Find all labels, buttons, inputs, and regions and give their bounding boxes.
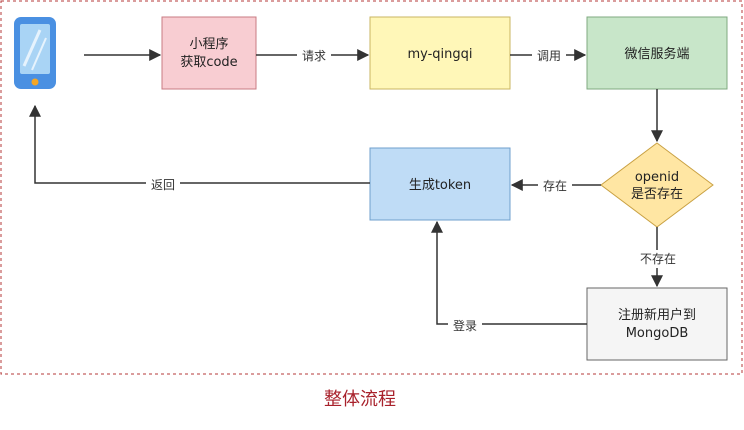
- edge-token-to-phone: [29, 104, 370, 184]
- edge-label-call: 调用: [537, 49, 561, 63]
- node-register: 注册新用户到 MongoDB: [586, 287, 728, 361]
- node-wechat: 微信服务端: [586, 16, 728, 90]
- edge-label-return: 返回: [151, 178, 175, 192]
- miniprogram-line2: 获取code: [180, 55, 237, 70]
- diagram-caption: 整体流程: [324, 389, 396, 410]
- edge-label-request: 请求: [302, 49, 326, 63]
- wechat-label: 微信服务端: [624, 46, 689, 62]
- server-label: my-qingqi: [407, 47, 472, 62]
- edge-label-exists: 存在: [543, 179, 567, 193]
- node-miniprogram: 小程序 获取code: [161, 16, 257, 90]
- token-label: 生成token: [409, 178, 471, 193]
- phone-icon: [14, 17, 56, 89]
- decision-line1: openid: [635, 170, 679, 185]
- edge-register-to-token: [431, 220, 587, 325]
- edge-label-login: 登录: [453, 318, 477, 333]
- node-token: 生成token: [369, 147, 511, 221]
- diagram-border: [0, 0, 743, 375]
- register-line1: 注册新用户到: [618, 307, 696, 323]
- node-server: my-qingqi: [369, 16, 511, 90]
- miniprogram-line1: 小程序: [189, 37, 228, 52]
- register-line2: MongoDB: [626, 326, 689, 341]
- decision-line2: 是否存在: [631, 187, 683, 202]
- node-decision: openid 是否存在: [600, 142, 714, 228]
- edge-label-not-exists: 不存在: [640, 252, 676, 266]
